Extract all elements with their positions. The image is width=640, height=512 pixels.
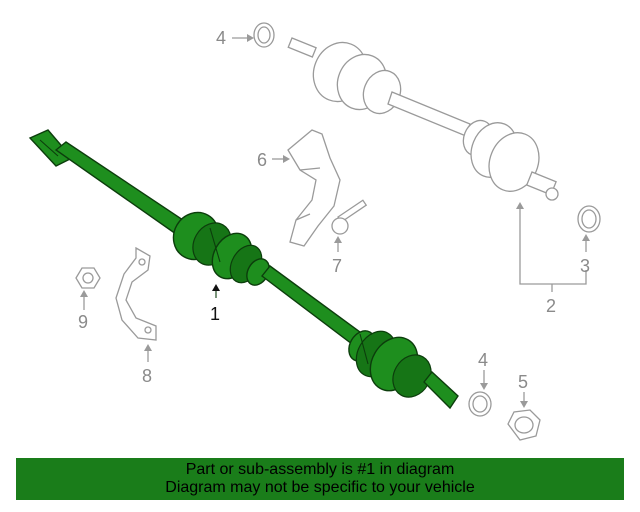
callout-1: 1 [210, 304, 220, 324]
callout-leaders [80, 34, 590, 408]
banner-line-2: Diagram may not be specific to your vehi… [165, 479, 475, 496]
nut [75, 267, 101, 289]
bolt [331, 199, 368, 235]
hub-nut [507, 409, 541, 441]
callout-9: 9 [78, 312, 88, 332]
strap-bracket [115, 246, 157, 341]
callout-3: 3 [580, 256, 590, 276]
support-bracket [287, 129, 341, 247]
banner-line-1: Part or sub-assembly is #1 in diagram [185, 461, 455, 478]
callout-4-bottom: 4 [478, 350, 488, 370]
reference-axle-shaft [287, 37, 559, 201]
parts-diagram: 4 6 7 9 8 3 2 4 5 1 [28, 22, 601, 441]
info-banner: Part or sub-assembly is #1 in diagram Di… [16, 458, 624, 500]
callout-2: 2 [546, 296, 556, 316]
front-axle-shaft-highlighted [28, 129, 459, 410]
callout-8: 8 [142, 366, 152, 386]
callout-7: 7 [332, 256, 342, 276]
callout-6: 6 [257, 150, 267, 170]
callout-4-top: 4 [216, 28, 226, 48]
callout-5: 5 [518, 372, 528, 392]
